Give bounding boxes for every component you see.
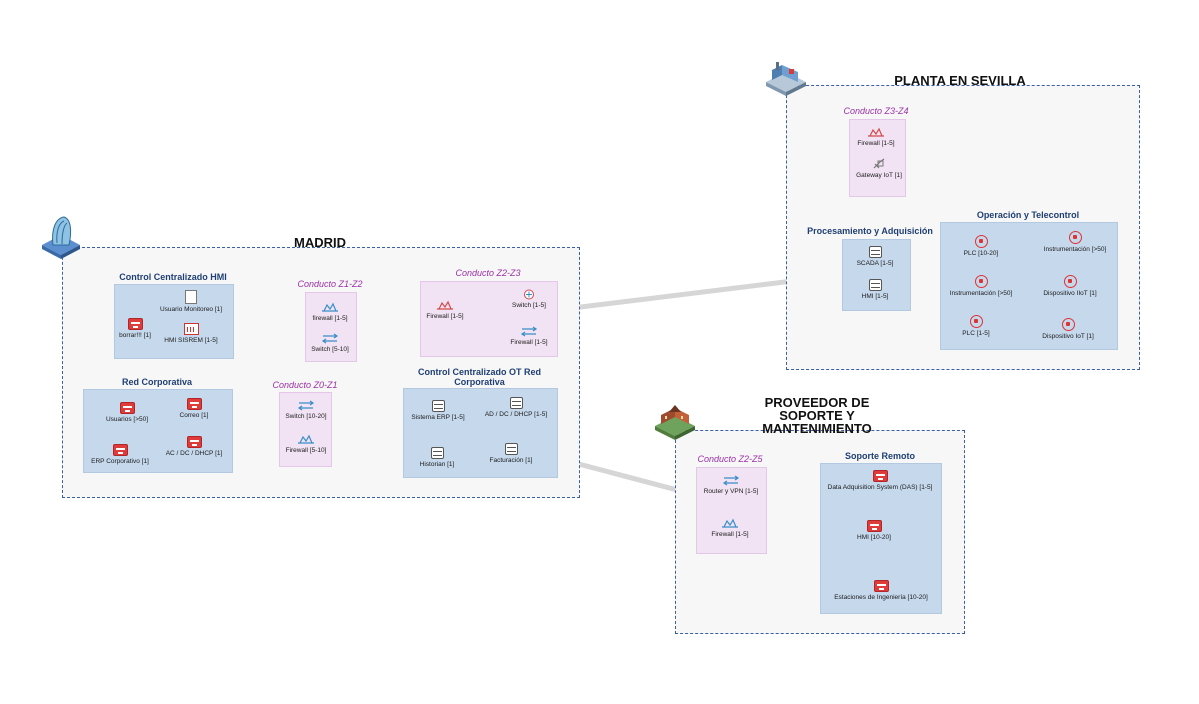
- switch-icon: [520, 326, 538, 337]
- router-icon: [524, 289, 534, 300]
- firewall-icon: [868, 127, 884, 137]
- zone-red-corporativa-title: Red Corporativa: [121, 377, 192, 387]
- iot-device-icon: [1063, 275, 1077, 288]
- firewall-icon: [298, 434, 314, 444]
- zone-operacion-title: Operación y Telecontrol: [976, 210, 1080, 220]
- factory-icon: [766, 62, 806, 96]
- conduit-z0-z1: [279, 392, 332, 467]
- plc-icon: [974, 235, 988, 248]
- zone-red-corporativa: [83, 389, 233, 473]
- workstation-icon: [112, 444, 128, 456]
- conduit-z2-z3: [420, 281, 558, 357]
- zone-control-ot-title: Control Centralizado OT Red Corporativa: [417, 367, 541, 387]
- server-icon: [868, 246, 882, 258]
- server-icon: [504, 443, 518, 455]
- firewall-icon: [437, 300, 453, 310]
- iot-device-icon: [1061, 318, 1075, 331]
- workstation-icon: [873, 580, 889, 592]
- gateway-icon: [873, 158, 885, 169]
- conduit-z2-z5: [696, 467, 767, 554]
- hmi-panel-icon: [183, 323, 199, 335]
- zone-operacion: [940, 222, 1118, 350]
- site-proveedor-title: PROVEEDOR DE SOPORTE Y MANTENIMIENTO: [762, 395, 872, 436]
- conduit-z2-z3-title: Conducto Z2-Z3: [455, 268, 521, 278]
- zone-control-hmi-title: Control Centralizado HMI: [119, 272, 227, 282]
- firewall-icon: [722, 518, 738, 528]
- plc-icon: [969, 315, 983, 328]
- conduit-z0-z1-title: Conducto Z0-Z1: [272, 380, 338, 390]
- sensor-icon: [1068, 231, 1082, 244]
- conduit-z3-z4-title: Conducto Z3-Z4: [843, 106, 909, 116]
- switch-icon: [297, 400, 315, 411]
- conduit-z1-z2-title: Conducto Z1-Z2: [297, 279, 363, 289]
- workstation-icon: [872, 470, 888, 482]
- workstation-icon: [127, 318, 143, 330]
- site-madrid-title: MADRID: [294, 235, 346, 250]
- conduit-z2-z5-title: Conducto Z2-Z5: [697, 454, 763, 464]
- router-icon: [722, 475, 740, 486]
- server-icon: [430, 447, 444, 459]
- server-icon: [509, 397, 523, 409]
- server-icon: [868, 279, 882, 291]
- site-sevilla-title: PLANTA EN SEVILLA: [894, 73, 1026, 88]
- workstation-icon: [186, 436, 202, 448]
- zone-soporte-remoto-title: Soporte Remoto: [844, 451, 915, 461]
- firewall-icon: [322, 302, 338, 312]
- zone-control-hmi: [114, 284, 234, 359]
- switch-icon: [321, 333, 339, 344]
- workstation-icon: [866, 520, 882, 532]
- sensor-icon: [974, 275, 988, 288]
- zone-procesamiento-title: Procesamiento y Adquisición: [807, 226, 933, 236]
- document-icon: [185, 290, 197, 304]
- zone-control-ot: [403, 388, 558, 478]
- campus-building-icon: [655, 405, 695, 440]
- workstation-icon: [119, 402, 135, 414]
- conduit-z1-z2: [305, 292, 357, 362]
- office-building-icon: [42, 216, 80, 259]
- server-icon: [431, 400, 445, 412]
- workstation-icon: [186, 398, 202, 410]
